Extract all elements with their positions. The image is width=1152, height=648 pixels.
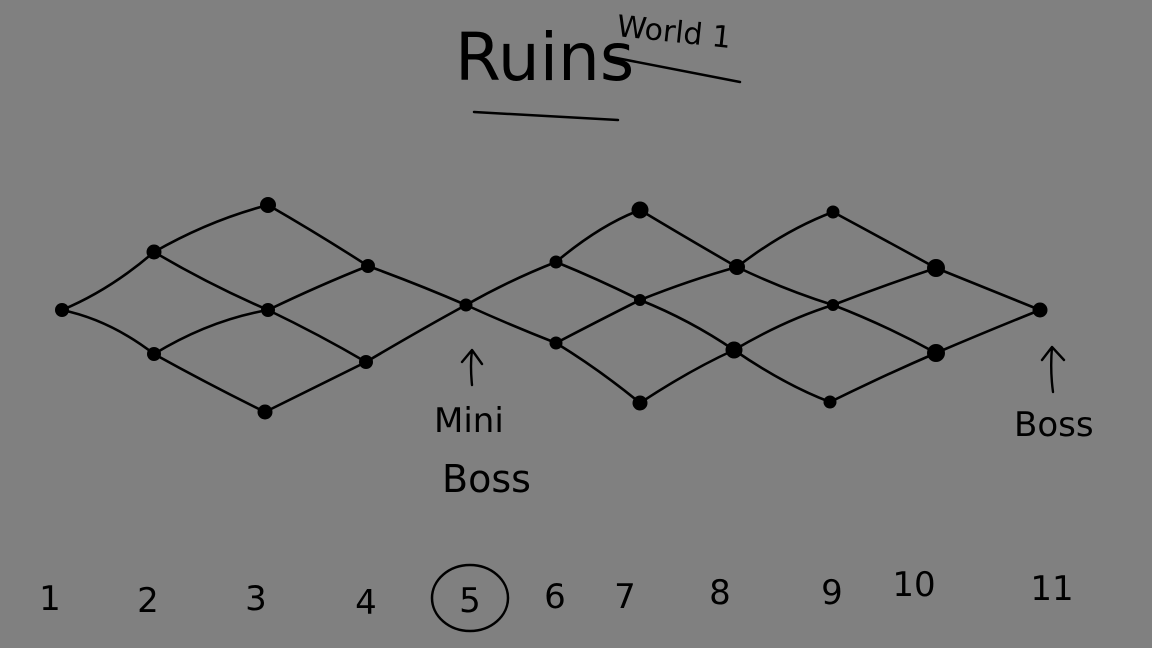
boss-arrow-icon <box>1040 345 1066 394</box>
edge <box>364 303 468 364</box>
edge <box>152 308 270 356</box>
column-label: 9 <box>821 573 843 613</box>
edge <box>554 341 642 405</box>
edge <box>554 260 642 302</box>
node <box>927 344 945 362</box>
node <box>927 259 945 277</box>
edge <box>554 298 642 345</box>
column-label: 11 <box>1030 569 1073 609</box>
path-edges <box>60 203 1042 414</box>
mini-boss-label-line1: Mini <box>434 401 504 441</box>
node <box>823 395 837 409</box>
edge <box>266 203 370 268</box>
edge <box>554 208 642 264</box>
path-nodes <box>55 197 1048 420</box>
column-label: 5 <box>459 581 481 621</box>
map-title: Ruins <box>455 19 634 96</box>
edge <box>638 265 739 302</box>
column-label: 3 <box>245 579 267 619</box>
node <box>827 299 839 311</box>
edge <box>831 210 938 270</box>
node <box>549 336 563 350</box>
node <box>826 205 840 219</box>
edge <box>638 298 736 352</box>
column-label: 6 <box>544 577 566 617</box>
column-label: 1 <box>39 579 61 619</box>
edge <box>732 303 835 352</box>
edge <box>934 266 1042 312</box>
node <box>729 259 745 275</box>
node <box>146 244 162 260</box>
title-underline <box>472 110 620 122</box>
column-label: 8 <box>709 573 731 613</box>
node <box>359 355 373 369</box>
mini-boss-label-line2: Boss <box>442 457 531 501</box>
node-boss <box>1032 302 1048 318</box>
subtitle-underline <box>604 54 742 84</box>
node <box>261 303 275 317</box>
edge <box>735 265 835 307</box>
boss-label: Boss <box>1014 405 1094 445</box>
node <box>260 197 276 213</box>
edge <box>263 360 368 414</box>
edge <box>152 250 270 312</box>
node <box>549 255 563 269</box>
mini-boss-annotation: Mini Boss <box>434 348 531 501</box>
boss-annotation: Boss <box>1014 345 1094 445</box>
edge <box>266 308 368 364</box>
node <box>634 294 646 306</box>
node-mini-boss <box>459 298 473 312</box>
edge <box>828 351 938 404</box>
edge <box>152 352 267 414</box>
edge <box>732 348 832 404</box>
node-start <box>55 303 69 317</box>
mini-boss-arrow-icon <box>460 348 484 387</box>
edge <box>152 203 270 254</box>
edge <box>638 348 736 405</box>
edge <box>366 264 468 307</box>
edge <box>735 210 835 269</box>
edge <box>831 303 938 355</box>
column-labels: 1 2 3 4 5 6 7 8 9 10 11 <box>39 563 1074 633</box>
edge <box>638 208 739 269</box>
node <box>361 259 375 273</box>
node <box>257 404 273 420</box>
column-label: 10 <box>892 565 935 605</box>
column-label: 7 <box>614 577 636 617</box>
node <box>147 347 161 361</box>
column-label: 4 <box>355 583 377 623</box>
node <box>632 395 648 411</box>
highlight-circle <box>430 563 510 633</box>
node <box>631 201 649 219</box>
edge <box>464 260 558 307</box>
column-label: 2 <box>137 581 159 621</box>
edge <box>60 250 156 312</box>
edge <box>60 308 156 356</box>
edge <box>831 266 938 307</box>
edge <box>934 308 1042 355</box>
edge <box>464 303 558 345</box>
node <box>725 341 743 359</box>
edge <box>266 264 370 312</box>
